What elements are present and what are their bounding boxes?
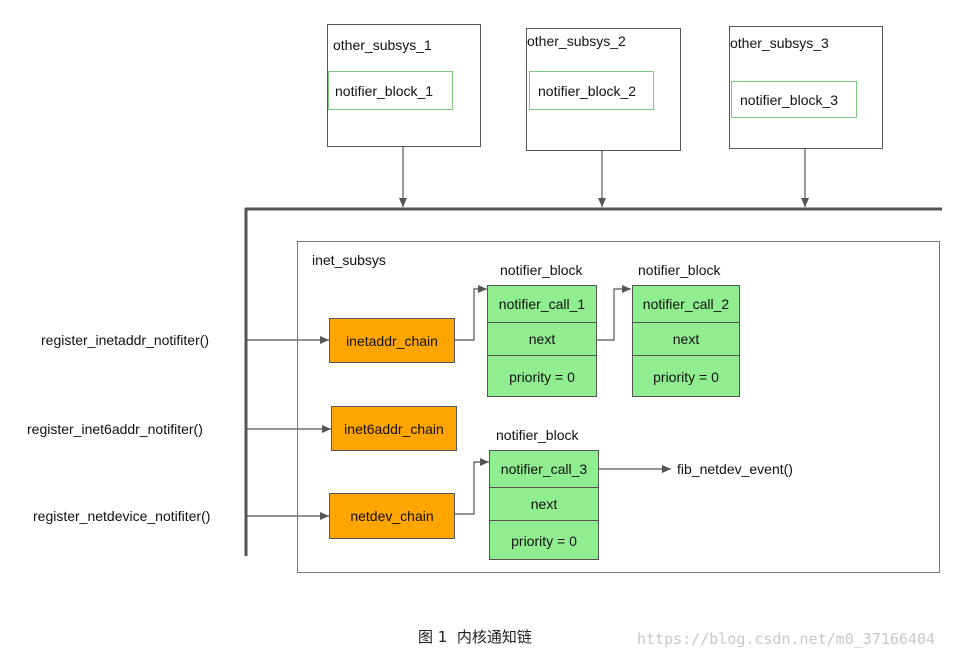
priority-field-1: priority = 0: [509, 369, 575, 385]
subsys-box-3: other_subsys_3 notifier_block_3: [729, 26, 883, 149]
notifier-block-2-label: notifier_block_2: [538, 82, 637, 99]
arrow-chain-to-block-1: [455, 285, 487, 341]
notifier-block-3-box: notifier_block_3: [731, 81, 857, 118]
figure-caption: 图 1 内核通知链: [418, 628, 532, 646]
divider: [633, 322, 739, 323]
netdev-chain: netdev_chain: [329, 493, 455, 539]
next-field-3: next: [530, 496, 558, 512]
subsys-box-1: other_subsys_1 notifier_block_1: [327, 24, 481, 147]
arrow-block-1-to-block-2: [597, 285, 631, 341]
notifier-block-title-2: notifier_block: [638, 262, 721, 278]
netdev-chain-label: netdev_chain: [350, 508, 434, 524]
notifier-block-title-3: notifier_block: [496, 427, 579, 443]
divider: [488, 355, 596, 356]
notifier-block-struct-2: notifier_call_2 next priority = 0: [632, 285, 740, 397]
notifier-call-3: notifier_call_3: [500, 461, 588, 477]
notifier-call-2: notifier_call_2: [642, 296, 730, 312]
inet6addr-chain: inet6addr_chain: [331, 406, 457, 451]
subsys-box-2: other_subsys_2 notifier_block_2: [526, 28, 681, 151]
register-inet6addr-label: register_inet6addr_notifiter(): [27, 421, 203, 437]
inet6addr-chain-label: inet6addr_chain: [344, 420, 444, 437]
subsys-label-3: other_subsys_3: [730, 35, 829, 51]
subsys-label-2: other_subsys_2: [527, 33, 626, 49]
divider: [488, 322, 596, 323]
subsys-label-1: other_subsys_1: [333, 37, 432, 53]
notifier-block-1-label: notifier_block_1: [335, 82, 434, 99]
next-field-2: next: [672, 331, 700, 347]
inetaddr-chain-label: inetaddr_chain: [346, 332, 438, 349]
next-field-1: next: [528, 331, 556, 347]
divider: [490, 487, 598, 488]
inet-subsys-label: inet_subsys: [312, 252, 386, 268]
notifier-block-struct-3: notifier_call_3 next priority = 0: [489, 450, 599, 560]
arrow-chain-to-block-3: [455, 458, 489, 515]
notifier-block-title-1: notifier_block: [500, 262, 583, 278]
divider: [633, 355, 739, 356]
priority-field-2: priority = 0: [653, 369, 719, 385]
notifier-block-struct-1: notifier_call_1 next priority = 0: [487, 285, 597, 397]
inet-subsys-box: [297, 241, 940, 573]
inetaddr-chain: inetaddr_chain: [329, 318, 455, 363]
watermark: https://blog.csdn.net/m0_37166404: [637, 630, 936, 648]
notifier-block-1-box: notifier_block_1: [328, 71, 453, 110]
notifier-call-1: notifier_call_1: [498, 296, 586, 312]
notifier-block-3-label: notifier_block_3: [740, 91, 839, 108]
divider: [490, 520, 598, 521]
register-inetaddr-label: register_inetaddr_notifiter(): [41, 332, 210, 348]
register-netdevice-label: register_netdevice_notifiter(): [33, 508, 211, 524]
notifier-block-2-box: notifier_block_2: [529, 71, 654, 110]
priority-field-3: priority = 0: [511, 533, 577, 549]
callback-label: fib_netdev_event(): [677, 461, 793, 477]
